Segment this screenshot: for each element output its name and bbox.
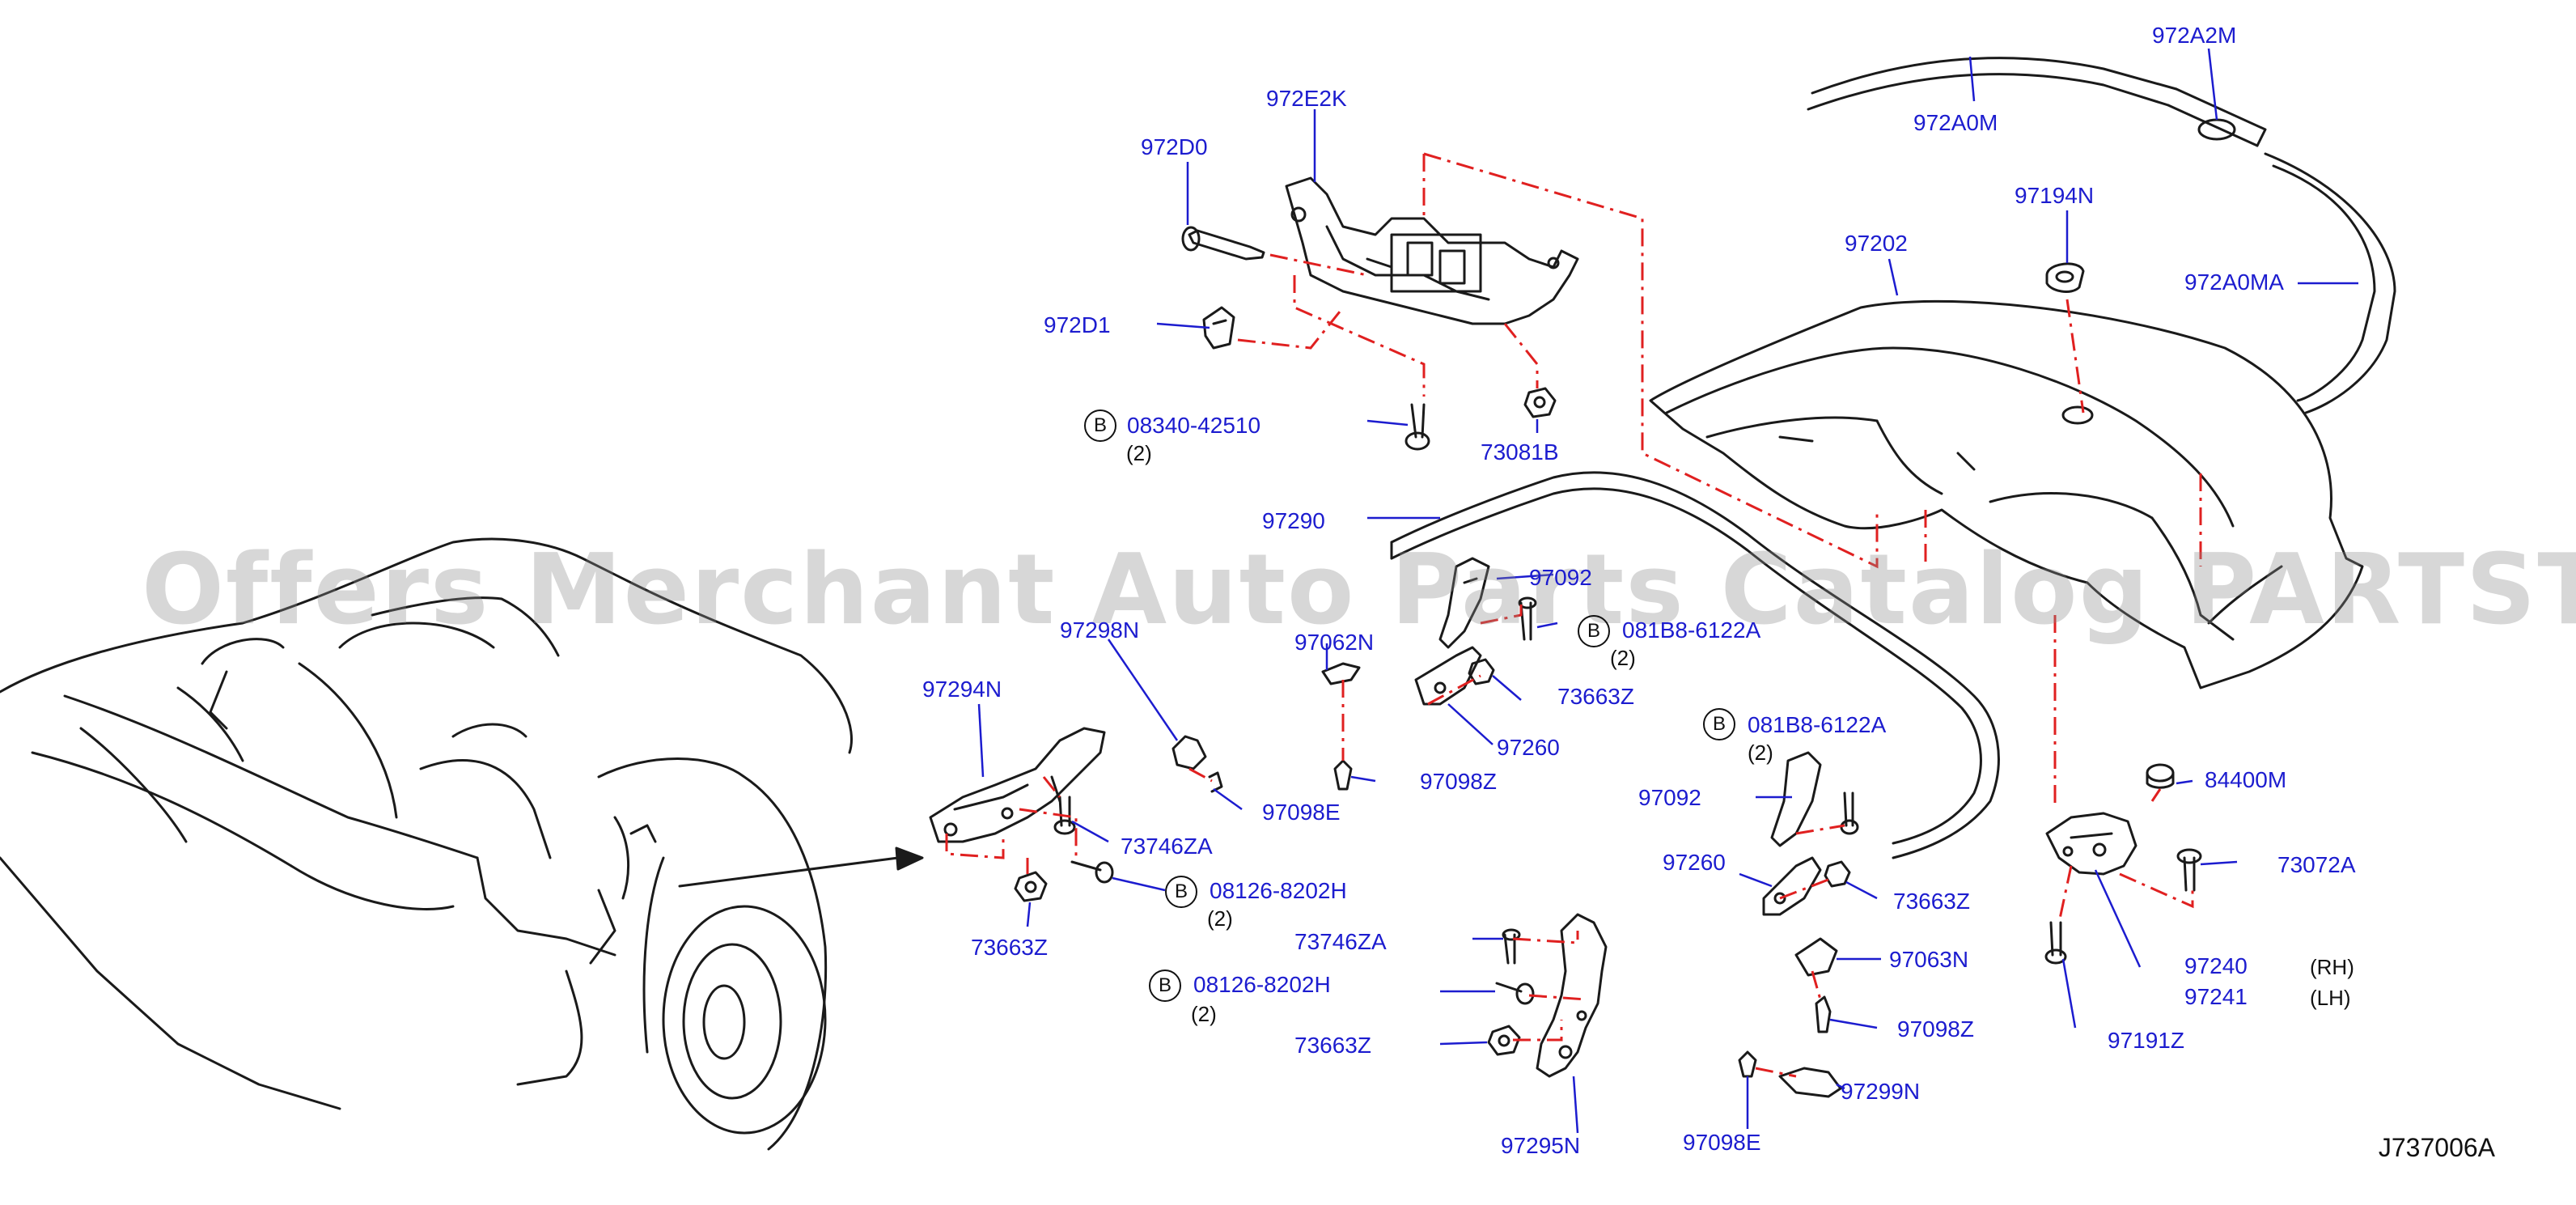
- bolt-972D0: [1181, 226, 1265, 261]
- hinge-97092-lower: [1770, 751, 1859, 847]
- callout-97191Z[interactable]: 97191Z: [2108, 1028, 2184, 1053]
- callout-08340-42510[interactable]: 08340-42510: [1127, 413, 1261, 438]
- quantity-4: (2): [1207, 906, 1233, 931]
- callout-081B8-6122A-lower[interactable]: 081B8-6122A: [1748, 712, 1887, 737]
- callout-73663Z-left[interactable]: 73663Z: [971, 935, 1048, 960]
- callout-73746ZA-lower[interactable]: 73746ZA: [1294, 929, 1387, 954]
- car-illustration: [0, 537, 853, 1151]
- small-parts-upper: [1171, 662, 1361, 793]
- callout-73746ZA-left[interactable]: 73746ZA: [1121, 834, 1213, 859]
- callout-972E2K[interactable]: 972E2K: [1266, 86, 1347, 111]
- rear-panel-97202: [1649, 299, 2364, 689]
- clip-972D1: [1202, 306, 1235, 350]
- parts-97299N-97098E: [1738, 1050, 1842, 1098]
- callout-73663Z-upper[interactable]: 73663Z: [1557, 684, 1634, 709]
- note-lh: (LH): [2310, 986, 2351, 1010]
- bolt-mark-1: B: [1084, 409, 1116, 442]
- callout-97092-upper[interactable]: 97092: [1529, 565, 1592, 590]
- note-rh: (RH): [2310, 955, 2354, 979]
- diagram-id: J737006A: [2378, 1133, 2495, 1162]
- weatherstrip-97290: [1390, 471, 2000, 859]
- grommet-97194N: [2045, 262, 2085, 293]
- bolt-mark-3: B: [1703, 708, 1735, 740]
- bolt-73746ZA-b: [1502, 928, 1521, 965]
- callout-97298N[interactable]: 97298N: [1060, 617, 1140, 643]
- callout-73072A[interactable]: 73072A: [2277, 852, 2356, 877]
- bolt-73072A: [2176, 848, 2202, 892]
- nut-73663Z-c: [1487, 1025, 1521, 1056]
- callout-97062N[interactable]: 97062N: [1294, 630, 1375, 655]
- bolt-08340: [1405, 403, 1430, 451]
- callout-97194N[interactable]: 97194N: [2015, 183, 2095, 208]
- bolt-08126-b: [1495, 982, 1535, 1005]
- callout-972A0MA[interactable]: 972A0MA: [2184, 269, 2284, 295]
- trim-strip-972A0M: [1807, 57, 2396, 414]
- bolt-mark-4: B: [1165, 876, 1197, 908]
- latch-97240: [2045, 812, 2137, 876]
- callout-97098Z-lower[interactable]: 97098Z: [1897, 1016, 1974, 1042]
- callout-97098Z-upper[interactable]: 97098Z: [1420, 769, 1497, 794]
- callout-73663Z-lower[interactable]: 73663Z: [1294, 1033, 1371, 1058]
- quantity-1: (2): [1126, 441, 1152, 465]
- cap-84400M: [2146, 763, 2175, 789]
- callout-08126-8202H-upper[interactable]: 08126-8202H: [1210, 878, 1347, 903]
- callout-73663Z-right[interactable]: 73663Z: [1893, 889, 1970, 914]
- bolt-mark-2: B: [1578, 615, 1610, 647]
- callout-97290[interactable]: 97290: [1262, 508, 1325, 533]
- callout-972A0M[interactable]: 972A0M: [1913, 110, 1998, 135]
- bolt-mark-5: B: [1149, 970, 1181, 1002]
- callout-972A2M[interactable]: 972A2M: [2152, 23, 2237, 48]
- callout-97295N[interactable]: 97295N: [1501, 1133, 1581, 1158]
- assembly-lines: [945, 152, 2202, 1078]
- watermark: Offers Merchant Auto Parts Catalog PARTS…: [142, 534, 2576, 647]
- parts-97063N-97098Z: [1794, 937, 1838, 1033]
- callout-97202[interactable]: 97202: [1845, 231, 1908, 256]
- callout-97260-lower[interactable]: 97260: [1663, 850, 1726, 875]
- callout-97098E-upper[interactable]: 97098E: [1262, 800, 1341, 825]
- hinge-97295N: [1536, 913, 1608, 1078]
- latch-mechanism-972E2K: [1285, 176, 1579, 325]
- bolt-73746ZA-a: [1053, 796, 1076, 835]
- callout-08126-8202H-lower[interactable]: 08126-8202H: [1193, 972, 1331, 997]
- hinge-97260-lower: [1762, 856, 1851, 916]
- callout-97240[interactable]: 97240: [2184, 953, 2248, 978]
- bolt-08126-a: [1070, 860, 1114, 884]
- nut-73663Z-a: [1014, 871, 1048, 902]
- callout-97299N[interactable]: 97299N: [1841, 1079, 1921, 1104]
- nut-73081B: [1523, 387, 1557, 418]
- callout-972D0[interactable]: 972D0: [1141, 134, 1208, 159]
- bolt-97191Z: [2044, 921, 2067, 965]
- callout-97092-lower[interactable]: 97092: [1638, 785, 1701, 810]
- callout-972D1[interactable]: 972D1: [1044, 312, 1111, 337]
- hinge-97260-upper: [1414, 646, 1495, 706]
- quantity-2: (2): [1610, 646, 1636, 670]
- callout-97063N[interactable]: 97063N: [1889, 947, 1969, 972]
- callout-97294N[interactable]: 97294N: [922, 677, 1002, 702]
- callout-97241[interactable]: 97241: [2184, 984, 2248, 1009]
- leader-lines: [977, 48, 2358, 1134]
- callout-97098E-lower[interactable]: 97098E: [1683, 1130, 1761, 1155]
- quantity-5: (2): [1191, 1002, 1217, 1026]
- quantity-3: (2): [1748, 740, 1773, 765]
- callout-97260-upper[interactable]: 97260: [1497, 735, 1560, 760]
- callout-84400M[interactable]: 84400M: [2205, 767, 2287, 792]
- callout-73081B[interactable]: 73081B: [1481, 439, 1559, 465]
- callout-081B8-6122A-upper[interactable]: 081B8-6122A: [1622, 617, 1761, 643]
